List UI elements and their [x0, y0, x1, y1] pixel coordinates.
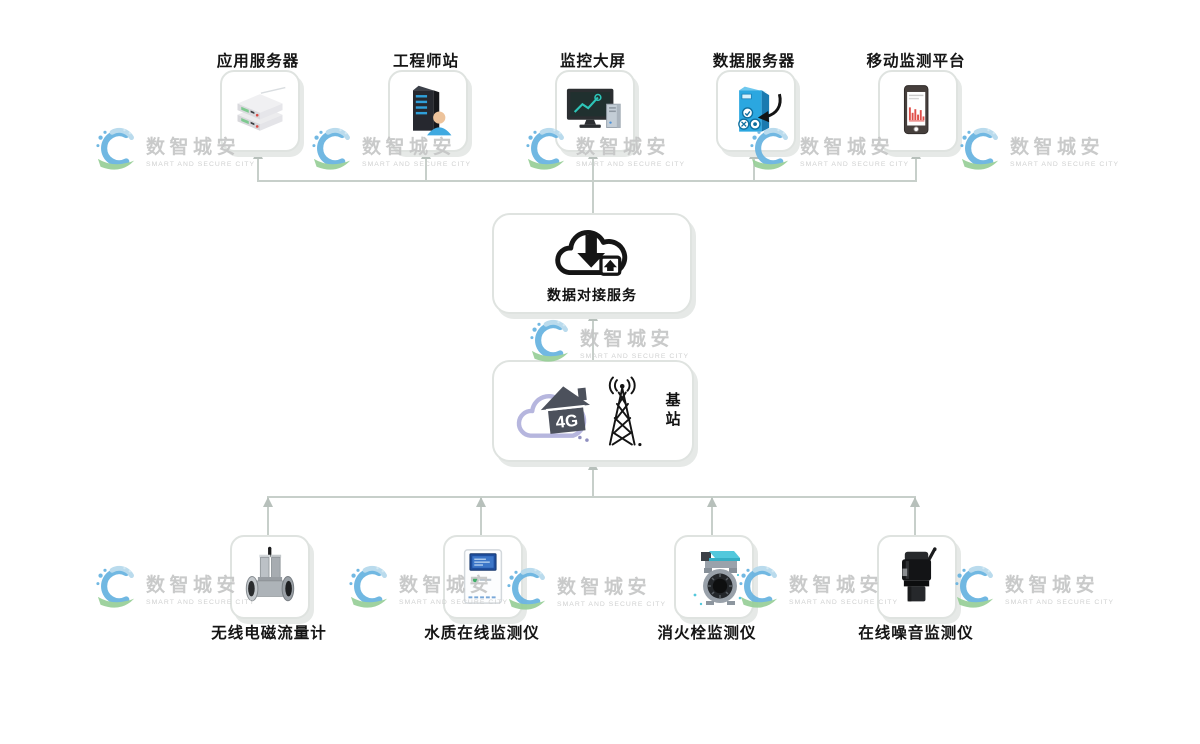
connector-stub-app-server	[257, 148, 259, 182]
arrow-up-flow-meter	[262, 497, 273, 507]
node-hydrant-monitor	[674, 535, 754, 619]
smart-city-logo-icon	[94, 565, 139, 611]
connector-bottom-bus	[267, 496, 916, 498]
node-water-quality-monitor	[443, 535, 523, 619]
noise-monitor-icon	[902, 547, 937, 602]
connector-bus-to-4g	[592, 461, 594, 497]
base-station-label: 基站	[663, 392, 681, 430]
device-label-noise: 在线噪音监测仪	[858, 625, 974, 642]
mobile-platform-icon	[903, 85, 929, 135]
device-label-water-quality: 水质在线监测仪	[424, 625, 540, 642]
watermark: 数智城安 SMART AND SECURE CITY	[505, 567, 666, 613]
node-label-mobile: 移动监测平台	[866, 53, 966, 70]
smart-city-logo-icon	[958, 127, 1003, 173]
monitor-wall-icon	[566, 88, 621, 128]
smart-city-logo-icon	[347, 565, 392, 611]
connector-4g-to-cloud	[592, 312, 594, 360]
watermark: 数智城安 SMART AND SECURE CITY	[737, 565, 898, 611]
water-quality-monitor-icon	[463, 549, 503, 604]
connector-stub-monitor	[592, 148, 594, 182]
node-noise-monitor	[877, 535, 957, 619]
smart-city-logo-icon	[310, 127, 355, 173]
arrow-up-4g	[587, 460, 598, 470]
watermark: 数智城安 SMART AND SECURE CITY	[953, 565, 1114, 611]
arrow-up-engineer	[420, 149, 431, 159]
arrow-up-mobile	[910, 149, 921, 159]
device-label-flow-meter: 无线电磁流量计	[211, 625, 327, 642]
cloud-service-label: 数据对接服务	[547, 287, 637, 303]
node-app-server	[220, 70, 300, 152]
connector-stub-water-quality	[480, 497, 482, 536]
node-label-data-server: 数据服务器	[712, 53, 796, 70]
watermark: 数智城安 SMART AND SECURE CITY	[958, 127, 1119, 173]
smart-city-logo-icon	[528, 319, 573, 365]
arrow-up-noise	[909, 497, 920, 507]
node-label-monitor: 监控大屏	[559, 53, 627, 70]
node-data-server	[716, 70, 796, 152]
engineer-station-icon	[413, 85, 452, 136]
smart-city-logo-icon	[94, 127, 139, 173]
app-server-icon	[237, 86, 286, 131]
arrow-up-monitor	[587, 149, 598, 159]
node-4g-network: 4G 基站	[492, 360, 694, 462]
connector-bus-to-cloud	[592, 180, 594, 214]
connector-top-bus	[257, 180, 917, 182]
node-label-app-server: 应用服务器	[216, 53, 300, 70]
arrow-up-hydrant	[706, 497, 717, 507]
data-server-icon	[738, 86, 782, 132]
connector-stub-mobile	[915, 148, 917, 182]
4g-base-station-icon: 4G	[516, 376, 641, 447]
watermark: 数智城安 SMART AND SECURE CITY	[528, 319, 689, 365]
node-monitor-wall	[555, 70, 635, 152]
smart-city-logo-icon	[953, 565, 998, 611]
connector-stub-flow-meter	[267, 497, 269, 536]
flow-meter-icon	[245, 546, 295, 602]
node-flow-meter	[230, 535, 310, 619]
connector-stub-hydrant	[711, 497, 713, 536]
arrow-up-cloud-service	[587, 311, 598, 321]
node-engineer-station	[388, 70, 468, 152]
cloud-transfer-icon	[555, 229, 628, 276]
connector-stub-noise	[914, 497, 916, 536]
device-label-hydrant: 消火栓监测仪	[657, 625, 757, 642]
node-label-engineer: 工程师站	[392, 53, 460, 70]
arrow-up-app-server	[252, 149, 263, 159]
hydrant-monitor-icon	[693, 551, 742, 606]
node-cloud-service: 数据对接服务	[492, 213, 692, 314]
node-mobile-platform	[878, 70, 958, 152]
connector-stub-engineer	[425, 148, 427, 182]
arrow-up-water-quality	[475, 497, 486, 507]
svg-text:4G: 4G	[554, 411, 578, 432]
